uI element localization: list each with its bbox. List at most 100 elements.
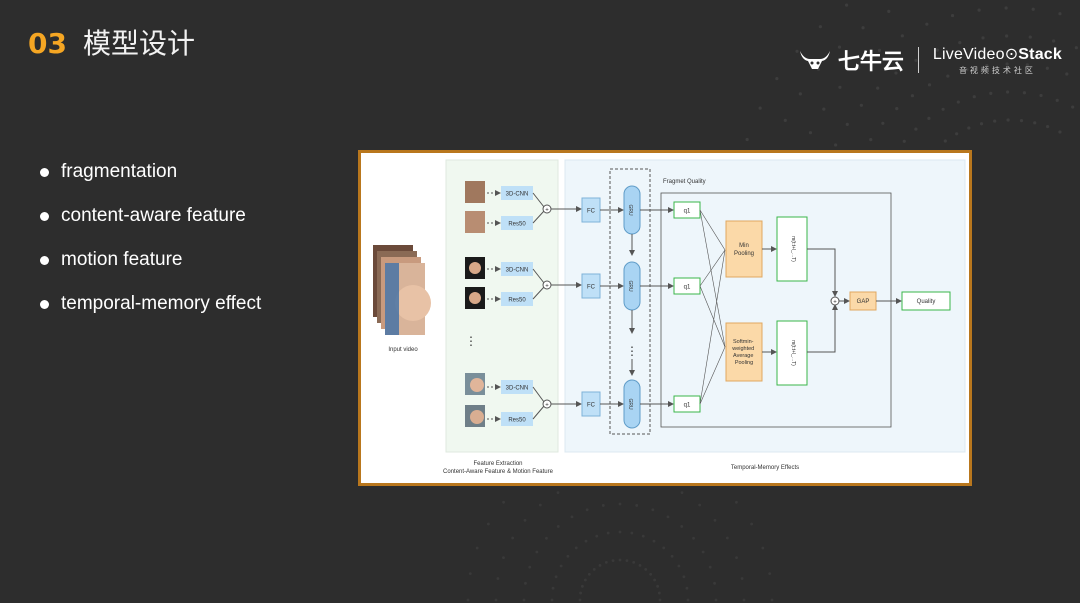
decorative-dot [466,598,470,602]
decorative-dot [701,550,705,554]
temporal-memory-caption: Temporal-Memory Effects [731,465,799,471]
decorative-dot [881,121,885,125]
q1-label: q1 [684,209,691,215]
decorative-dot [1058,130,1062,134]
softmin-line: Pooling [735,360,753,366]
decorative-dot [578,598,582,602]
decorative-dot [538,503,542,507]
decorative-dot [979,122,984,126]
decorative-dot [768,572,772,576]
decorative-dot [556,491,560,495]
decorative-dot [625,559,629,563]
decorative-dot [914,127,918,131]
decorative-dot [1004,6,1008,10]
decorative-dot [956,100,960,104]
decorative-dot [644,567,648,571]
decorative-dot [595,534,599,538]
decorative-dot [713,518,717,522]
decorative-dot [808,131,813,135]
decorative-dot [1045,66,1049,70]
decorative-dot [656,584,659,588]
livevideostack-subtitle: 音视频技术社区 [958,66,1036,75]
decorative-dot [958,41,962,45]
decorative-dot [658,598,662,602]
res50-label: Res50 [508,222,526,228]
decorative-dot [981,36,985,40]
decorative-dot [581,584,584,588]
bullet-text: motion feature [61,249,183,270]
decorative-dot [946,74,950,78]
decorative-dot [735,556,738,559]
decorative-dot [740,577,744,580]
qiniu-logo-text: 七牛云 [837,50,904,75]
bullet-text: fragmentation [61,161,178,182]
lvs-prefix: Live [932,46,964,63]
fc-label: FC [587,403,596,409]
decorative-dot [758,106,762,110]
plus-label: + [545,284,549,290]
decorative-dot [993,119,997,123]
decorative-dot [1031,7,1035,11]
decorative-dot [680,491,684,495]
decorative-dot [618,502,622,506]
softmin-line: weighted [731,346,754,352]
decorative-dot [1028,35,1032,39]
3d-cnn-label: 3D-CNN [506,386,529,392]
bullet-item: fragmentation [40,150,261,194]
logo-divider [917,47,919,73]
decorative-dot [837,45,842,49]
decorative-dot [1033,121,1037,125]
decorative-dot [535,550,539,554]
decorative-dot [894,71,898,75]
decorative-dot [523,518,527,522]
q1-label: q1 [684,403,691,409]
decorative-dot [914,58,918,62]
3d-cnn-label: 3D-CNN [506,268,529,274]
decorative-dot [641,534,645,538]
decorative-dot [587,572,591,576]
bullet-dot-icon [40,167,49,177]
gru-label: GRU [627,280,633,292]
decorative-dot [522,598,526,602]
softmin-pooling-box [725,322,763,382]
m-box-top [776,216,808,282]
fragmet-quality-label: Fragmet Quality [663,179,706,185]
bullet-item: content-aware feature [40,194,261,238]
quality-label: Quality [917,299,936,305]
slide-number: 03 [28,27,67,60]
decorative-dot [638,563,642,567]
quality-box [901,291,951,311]
res50-box [501,412,533,426]
decorative-dot [657,591,661,595]
livevideostack-logo: LiveVideo⊙Stack 音视频技术社区 [933,44,1062,76]
m-box-bottom [776,320,808,386]
decorative-dot [927,116,931,120]
3d-cnn-label: 3D-CNN [506,192,529,198]
decorative-dot [985,64,989,68]
decorative-dot [1006,118,1010,122]
gap-label: GAP [857,299,870,305]
decorative-dot [630,531,634,535]
decorative-dot [496,577,500,580]
decorative-dot [670,554,674,558]
res50-label: Res50 [508,418,526,424]
decorative-dot [680,525,684,528]
bullet-text: temporal-memory effect [61,293,262,314]
decorative-dot [566,554,570,558]
softmin-pooling-label: Softmin- weighted Average Pooling [731,339,756,366]
decorative-dot [652,539,656,543]
decorative-dot [511,536,515,540]
decorative-dot [967,126,971,130]
decorative-dot [653,578,657,582]
plus-label: + [545,208,549,214]
decorative-dots [466,3,1078,602]
feature-extraction-subcaption: Content-Aware Feature & Motion Feature [443,469,554,475]
decorative-dot [502,500,505,504]
m-label-bottom: m(t:t+l_...T) [790,340,796,366]
decorative-dot [502,556,505,559]
decorative-dot [686,598,690,602]
decorative-dot [662,546,666,550]
decorative-dot [1074,46,1078,50]
decorative-dot [876,86,880,90]
decorative-dot [869,137,873,142]
